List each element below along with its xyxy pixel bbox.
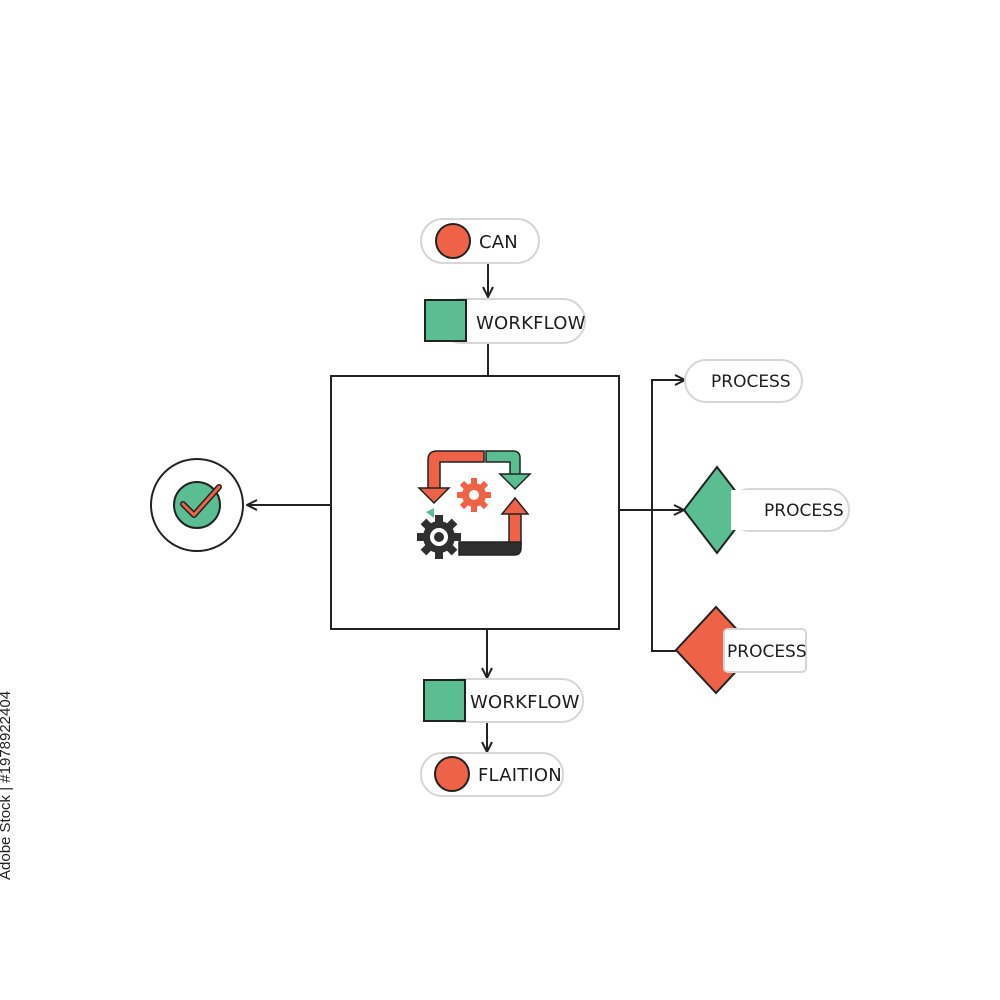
red-circle-icon	[435, 223, 471, 259]
node-process-2: PROCESS	[682, 465, 850, 555]
check-circle-node	[150, 458, 244, 552]
node-process-3: PROCESS	[674, 605, 807, 695]
stock-watermark: Adobe Stock | #1978922404	[0, 690, 14, 880]
node-process-2-label: PROCESS	[764, 501, 844, 521]
dark-gear-icon	[417, 515, 461, 559]
green-square-icon	[424, 299, 467, 342]
red-gear-icon	[457, 478, 491, 512]
green-square-icon	[423, 679, 466, 722]
node-can: CAN	[420, 218, 540, 264]
node-workflow-top-label: WORKFLOW	[476, 313, 586, 334]
node-process-1: PROCESS	[684, 359, 803, 403]
node-flaition-label: FLAITION	[478, 765, 562, 786]
node-workflow-bottom: WORKFLOW	[423, 678, 584, 723]
red-circle-icon	[434, 756, 470, 792]
node-workflow-top: WORKFLOW	[424, 298, 586, 344]
node-flaition: FLAITION	[420, 752, 564, 797]
node-can-label: CAN	[479, 232, 518, 253]
check-circle-icon	[173, 481, 222, 529]
node-process-3-label: PROCESS	[727, 642, 807, 662]
workflow-gear-cycle-icon	[417, 450, 532, 559]
node-workflow-bottom-label: WORKFLOW	[470, 692, 580, 713]
connectors	[248, 262, 684, 751]
node-process-1-label: PROCESS	[711, 372, 791, 392]
center-process-box	[330, 375, 620, 630]
connector-branch-trunk	[651, 379, 676, 652]
